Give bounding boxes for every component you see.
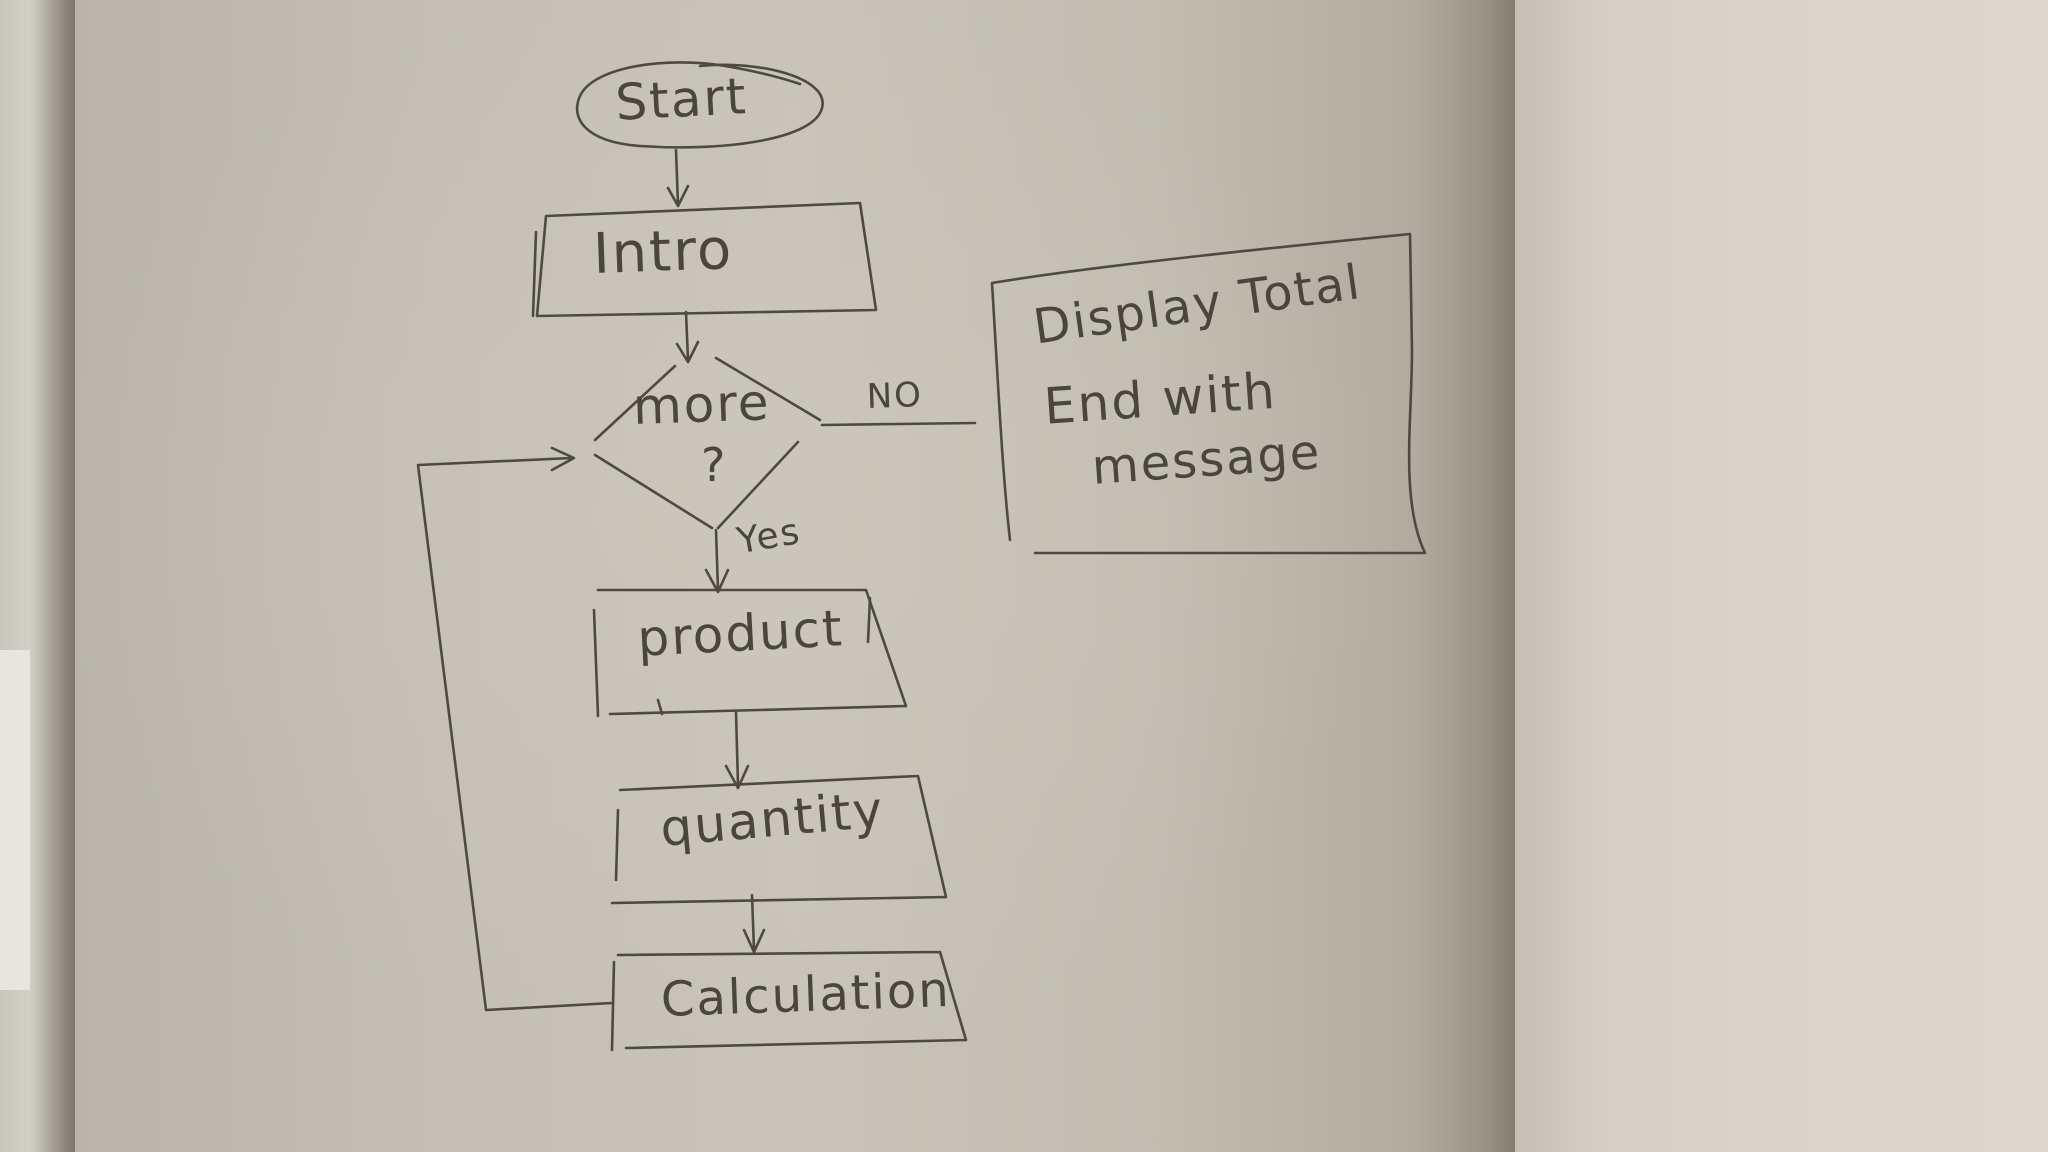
start-terminal-shape: [575, 61, 824, 149]
product-input-shape: [592, 588, 908, 718]
display-total-process-shape: [990, 232, 1427, 555]
arrow-start-to-intro: [666, 148, 690, 208]
quantity-input-shape: [610, 774, 948, 905]
edge-no-label: NO: [866, 375, 924, 417]
edge-no-line: [820, 421, 977, 427]
arrow-quantity-to-calculation: [742, 893, 766, 954]
arrow-intro-to-decision: [675, 310, 700, 364]
intro-label: Intro: [592, 217, 735, 287]
decision-label-line1: more: [632, 373, 772, 436]
product-input-inner-mark: [866, 596, 872, 644]
decision-diamond-shape: [593, 356, 822, 530]
decision-label-line2: ?: [701, 438, 728, 492]
product-label: product: [636, 599, 846, 668]
calculation-process-shape: [610, 950, 968, 1052]
loop-back-line: [416, 446, 614, 1012]
start-label: Start: [614, 67, 750, 132]
arrow-decision-to-product: [704, 528, 730, 594]
left-wall-panel: [0, 650, 30, 990]
whiteboard-edge-shadow: [1488, 0, 1518, 1152]
arrow-product-to-quantity: [724, 710, 750, 790]
right-wall: [1515, 0, 2048, 1152]
whiteboard-surface: [75, 0, 1515, 1152]
intro-process-shape: [531, 201, 878, 318]
calculation-label: Calculation: [660, 961, 952, 1028]
